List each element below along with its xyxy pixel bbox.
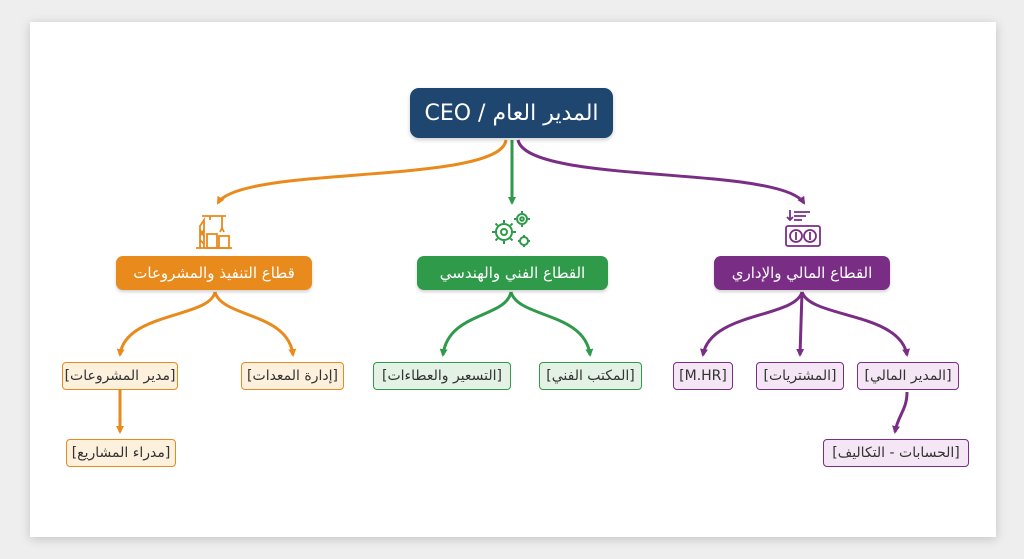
node-cfo: [المدير المالي]: [857, 362, 959, 390]
sector-execution: قطاع التنفيذ والمشروعات: [116, 256, 312, 290]
node-pricing: [التسعير والعطاءات]: [373, 362, 511, 390]
node-equipment: [إدارة المعدات]: [241, 362, 344, 390]
link-ceo-execution: [216, 139, 508, 205]
money-icon: [785, 210, 821, 247]
link-technical-tech-office: [509, 291, 594, 357]
node-projects-manager: [مدير المشروعات]: [62, 362, 178, 390]
node-hr: [M.HR]: [673, 362, 733, 390]
link-finance-cfo: [800, 291, 910, 357]
node-tech-office: [المكتب الفني]: [539, 362, 642, 390]
gears-icon: [492, 211, 530, 247]
ceo-node: المدير العام / CEO: [410, 88, 613, 138]
link-execution-projects-manager: [116, 291, 217, 357]
link-finance-procurement: [796, 291, 805, 357]
link-technical-pricing: [439, 291, 513, 357]
link-ceo-finance: [516, 139, 806, 205]
node-project-managers: [مدراء المشاريع]: [66, 439, 176, 467]
construction-icon: [196, 215, 232, 249]
node-accounts: [الحسابات - التكاليف]: [823, 439, 969, 467]
link-cfo-accounts: [892, 391, 909, 434]
node-procurement: [المشتريات]: [756, 362, 844, 390]
link-execution-equipment: [213, 291, 297, 357]
sector-technical: القطاع الفني والهندسي: [417, 256, 608, 290]
sector-finance: القطاع المالي والإداري: [714, 256, 890, 290]
link-finance-hr: [700, 291, 804, 357]
